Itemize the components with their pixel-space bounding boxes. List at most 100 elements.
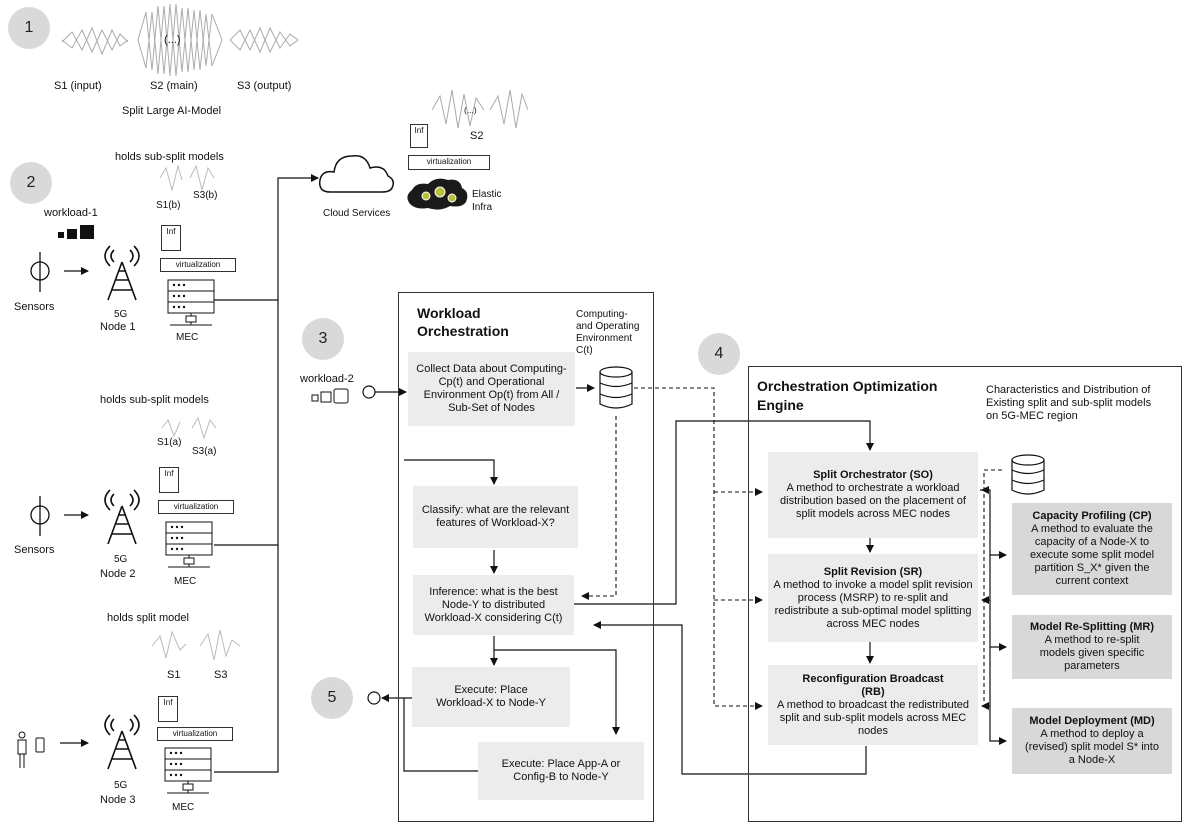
mec-server-icon-3	[164, 747, 212, 794]
node2-name: Node 2	[100, 568, 136, 580]
rb-description: A method to broadcast the redistributed …	[776, 698, 969, 737]
workload-1-large	[80, 225, 94, 239]
mr-description: A method to re-split models given specif…	[1039, 634, 1145, 672]
node2-sub-waves	[161, 416, 217, 440]
rb-title: Reconfiguration Broadcast (RB)	[802, 672, 944, 698]
elastic-infra-icon	[407, 178, 468, 210]
node1-mec-label: MEC	[176, 332, 199, 343]
elastic-infra-line1: Elastic	[472, 189, 502, 200]
step-4-badge: 4	[698, 333, 740, 375]
node1-sub-waves	[159, 164, 215, 192]
sensor-icon	[30, 252, 89, 292]
tower-icon-3	[104, 714, 140, 770]
node1-holds-label: holds sub-split models	[115, 151, 224, 163]
model-ellipsis: (...)	[164, 34, 181, 46]
model-s2-label: S2 (main)	[150, 80, 198, 92]
node1-inf-box: Inf	[161, 225, 181, 251]
node2-inf-box: Inf	[159, 467, 179, 493]
step-3-badge: 3	[302, 318, 344, 360]
cp-title: Capacity Profiling (CP)	[1032, 510, 1152, 522]
so-description: A method to orchestrate a workload distr…	[780, 482, 966, 520]
inference-text: Inference: what is the best Node-Y to di…	[424, 585, 563, 624]
mr-title: Model Re-Splitting (MR)	[1029, 621, 1155, 633]
workload-orchestration-panel	[398, 292, 654, 822]
dashed-connectors	[581, 387, 1002, 710]
node3-s1-label: S1	[167, 669, 181, 681]
model-caption: Split Large AI-Model	[122, 105, 222, 117]
execute-place-workload-box: Execute: Place Workload-X to Node-Y	[412, 667, 570, 727]
classify-text: Classify: what are the relevant features…	[421, 504, 570, 529]
optimization-engine-panel	[748, 366, 1182, 822]
node2-s1-label: S1(a)	[157, 437, 182, 448]
model-deployment-box: Model Deployment (MD) A method to deploy…	[1012, 708, 1172, 774]
step-1-badge: 1	[8, 7, 50, 49]
model-s1-label: S1 (input)	[54, 80, 102, 92]
workload-2-small	[311, 394, 319, 402]
split-orchestrator-box: Split Orchestrator (SO) A method to orch…	[768, 452, 978, 538]
md-description: A method to deploy a (revised) split mod…	[1025, 728, 1159, 766]
step-5-badge: 5	[311, 677, 353, 719]
node1-5g-label: 5G	[114, 309, 128, 320]
env-label-line3: Environment	[576, 333, 633, 344]
cloud-inf-box: Inf	[410, 124, 428, 148]
database-icon-models	[1011, 454, 1045, 495]
node3-virtualization-box: virtualization	[157, 727, 233, 741]
database-icon-env	[599, 366, 633, 409]
cloud-s2-label: S2	[470, 130, 484, 142]
env-label-line2: and Operating	[576, 321, 640, 332]
node3-sub-waves	[151, 629, 241, 661]
node1-s1-label: S1(b)	[156, 200, 181, 211]
engine-title-line2: Engine	[757, 397, 804, 413]
env-label-line4: C(t)	[576, 345, 593, 356]
cloud-s2-waveform	[431, 89, 529, 129]
reconfiguration-broadcast-box: Reconfiguration Broadcast (RB) A method …	[768, 665, 978, 745]
node3-inf-box: Inf	[158, 696, 178, 722]
node1-name: Node 1	[100, 321, 136, 333]
engine-title-line1: Orchestration Optimization	[757, 378, 938, 394]
sr-description: A method to invoke a model split revisio…	[773, 578, 973, 630]
workload-2-medium	[320, 391, 332, 403]
node2-s3-label: S3(a)	[192, 446, 217, 457]
node3-s3-label: S3	[214, 669, 228, 681]
tower-icon-1	[104, 245, 140, 301]
capacity-profiling-box: Capacity Profiling (CP) A method to eval…	[1012, 503, 1172, 595]
user-device-icon	[17, 731, 89, 768]
elastic-infra-line2: Infra	[472, 202, 493, 213]
execute-place-app-box: Execute: Place App-A or Config-B to Node…	[478, 742, 644, 800]
split-model-waveform	[61, 3, 299, 77]
workload-2-label: workload-2	[300, 373, 354, 385]
node1-s3-label: S3(b)	[193, 190, 218, 201]
node1-sensors-label: Sensors	[14, 301, 55, 313]
node3-5g-label: 5G	[114, 780, 128, 791]
workload-1-small	[58, 232, 64, 238]
classify-box: Classify: what are the relevant features…	[413, 486, 578, 548]
inference-box: Inference: what is the best Node-Y to di…	[413, 575, 574, 635]
split-revision-box: Split Revision (SR) A method to invoke a…	[768, 554, 978, 642]
sensor-icon-2	[30, 496, 89, 536]
step-2-badge: 2	[10, 162, 52, 204]
execute-place-workload-text: Execute: Place Workload-X to Node-Y	[436, 684, 546, 709]
cloud-services-label: Cloud Services	[323, 208, 391, 219]
collect-data-text: Collect Data about Computing- Cp(t) and …	[416, 363, 567, 414]
node1-virtualization-box: virtualization	[160, 258, 236, 272]
cloud-s2-ellipsis: (...)	[464, 105, 477, 115]
md-title: Model Deployment (MD)	[1029, 715, 1155, 727]
execute-place-app-text: Execute: Place App-A or Config-B to Node…	[501, 758, 621, 783]
collect-data-box: Collect Data about Computing- Cp(t) and …	[408, 352, 575, 426]
mec-server-icon-2	[165, 521, 213, 568]
orchestration-title-line1: Workload	[417, 305, 481, 321]
cloud-icon	[318, 155, 395, 193]
so-title: Split Orchestrator (SO)	[813, 469, 933, 481]
node2-5g-label: 5G	[114, 554, 128, 565]
workload-2-large	[333, 388, 349, 404]
node3-holds-label: holds split model	[107, 612, 189, 624]
cp-description: A method to evaluate the capacity of a N…	[1029, 523, 1155, 587]
node2-mec-label: MEC	[174, 576, 197, 587]
node3-name: Node 3	[100, 794, 136, 806]
connectors	[214, 174, 1007, 775]
env-label-line1: Computing-	[576, 309, 628, 320]
workload-1-label: workload-1	[44, 207, 98, 219]
cloud-virtualization-box: virtualization	[408, 155, 490, 170]
node2-sensors-label: Sensors	[14, 544, 55, 556]
